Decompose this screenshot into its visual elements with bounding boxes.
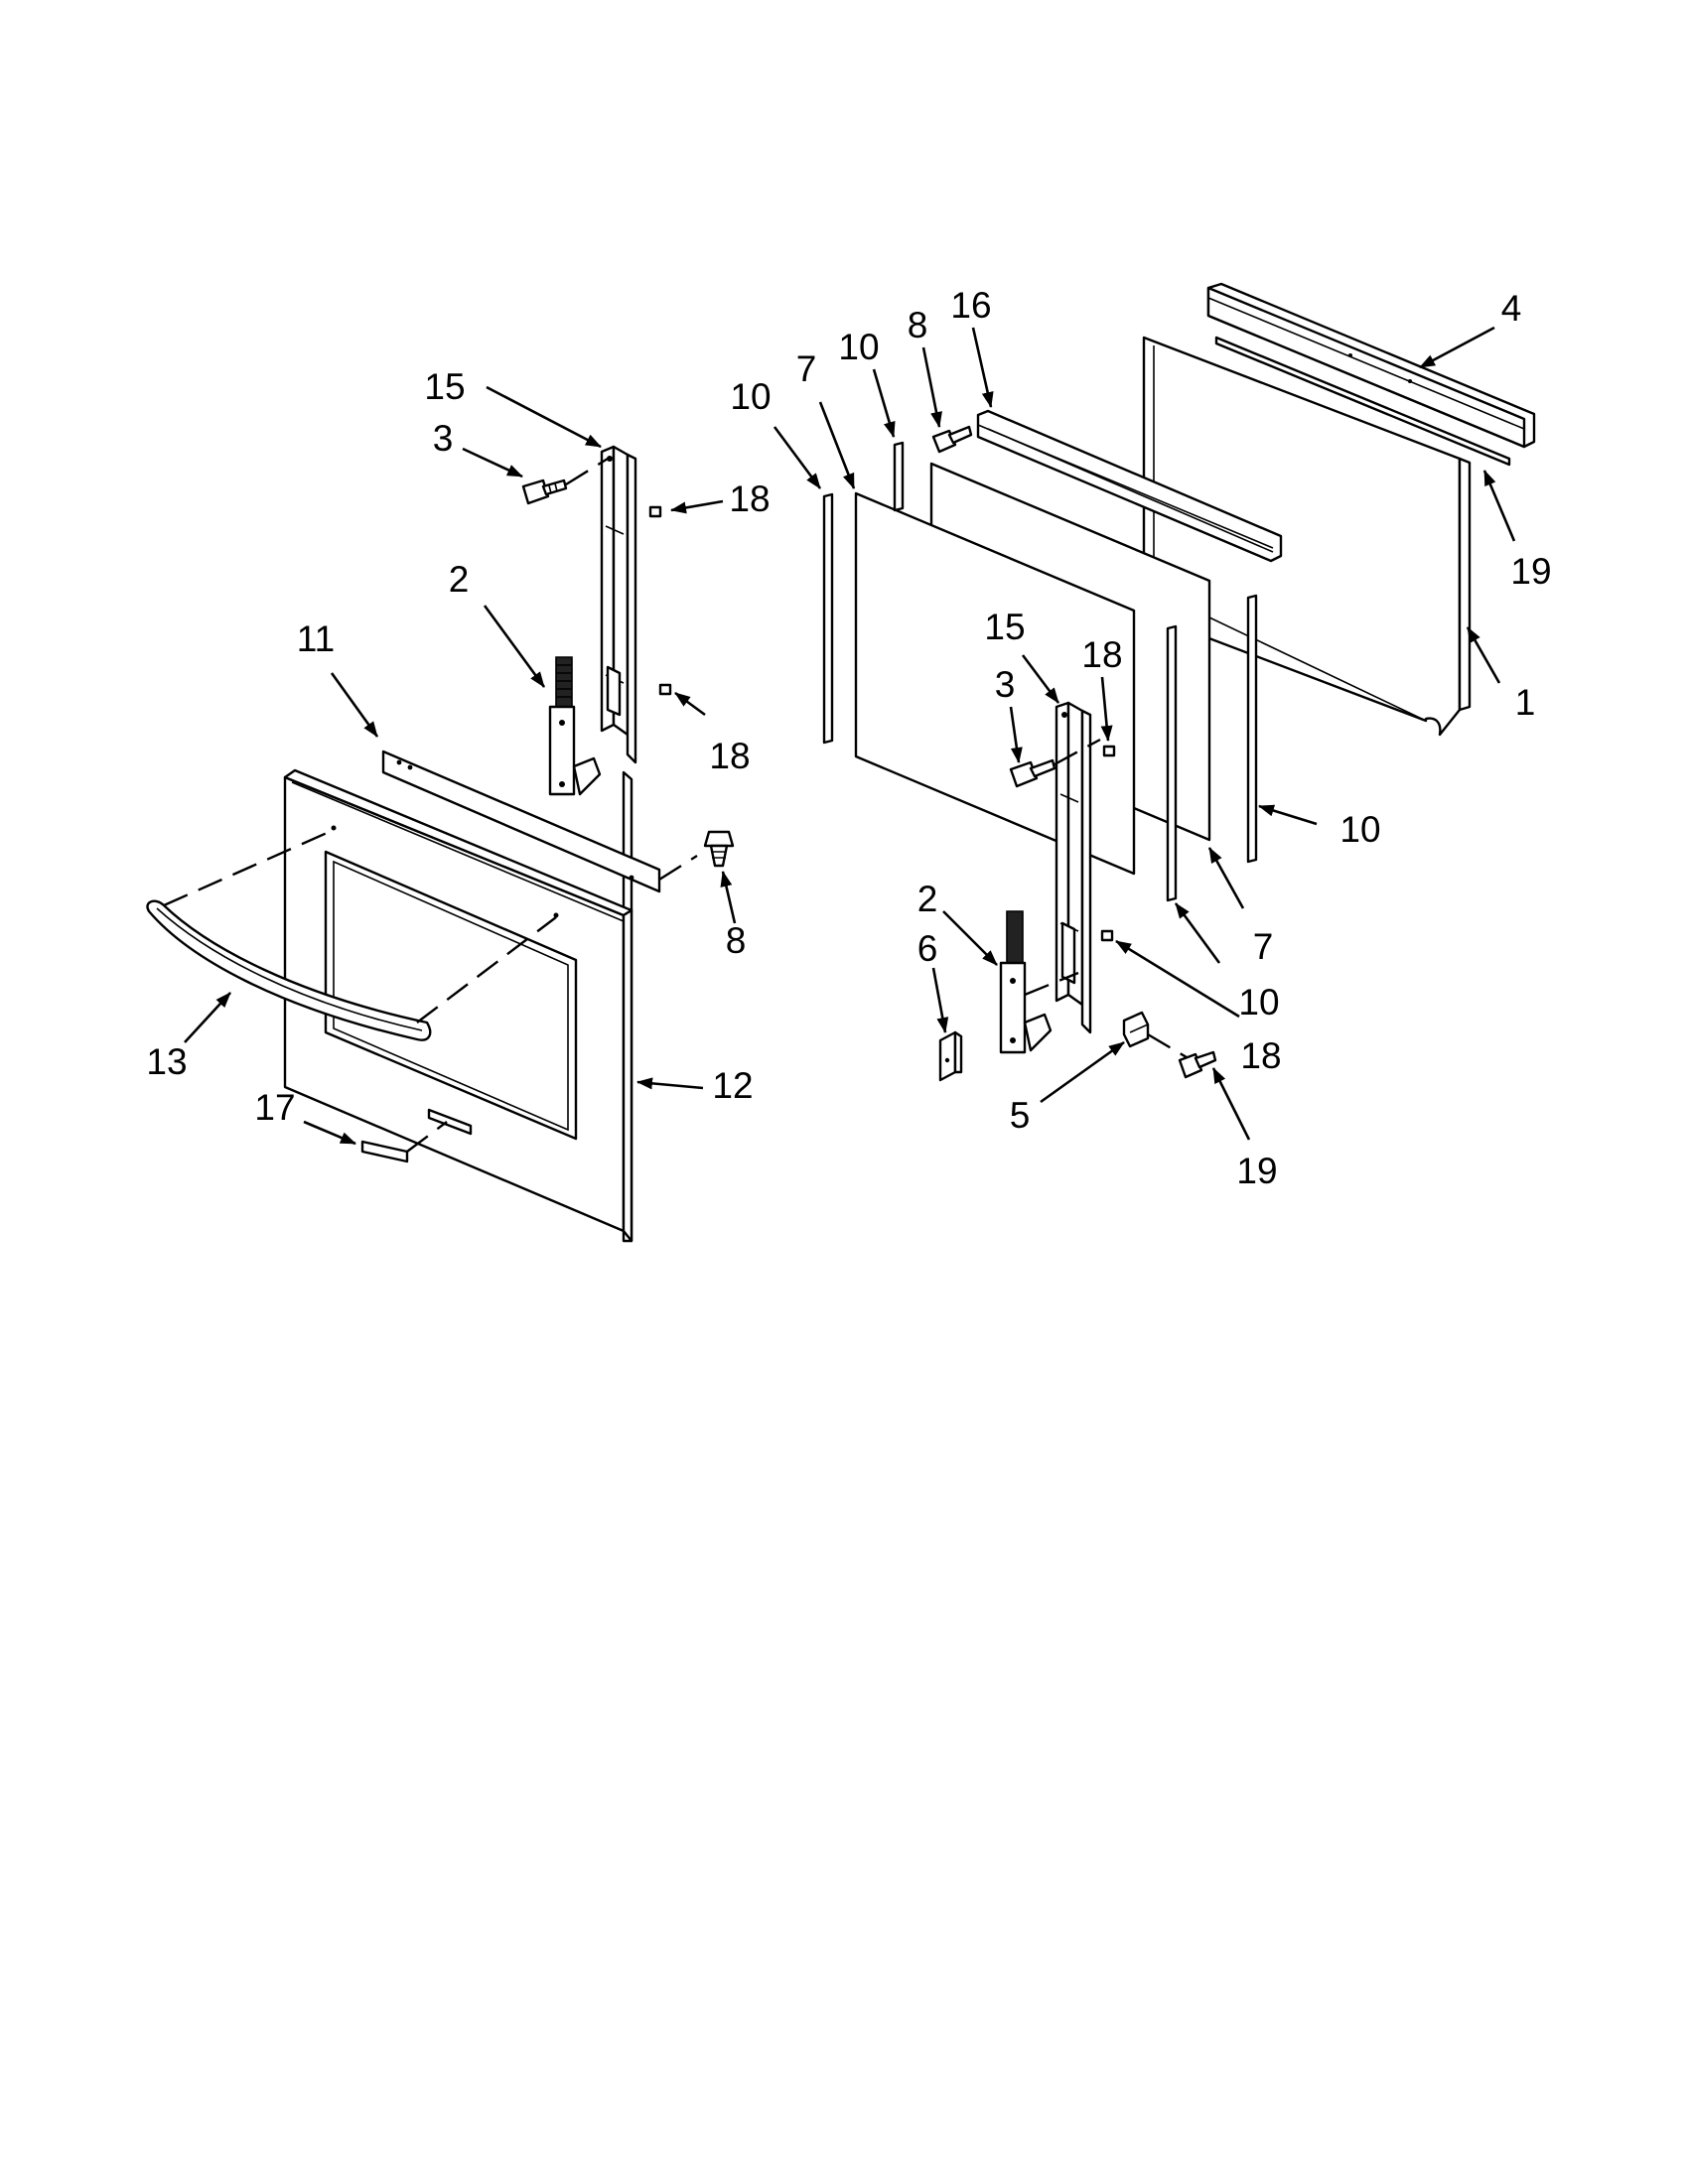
outer-door-panel (283, 768, 633, 1243)
callout-17-label-plate: 17 (254, 1087, 295, 1128)
callout-4-top-channel: 4 (1501, 288, 1522, 329)
hinge-receiver-right (1055, 701, 1092, 1034)
callout-10-spacer-right: 10 (1339, 809, 1380, 850)
callout-5-door-stop: 5 (1010, 1095, 1031, 1136)
top-channel (1206, 282, 1536, 449)
screw-3-left (521, 478, 568, 505)
screw-3-left-line (565, 457, 609, 486)
spacer-10-mid (1166, 624, 1178, 902)
clip-18-left-top (648, 505, 662, 518)
callout-2-left-hinge: 2 (449, 559, 470, 600)
label-plate-line (406, 1121, 448, 1153)
leader-lines (184, 326, 1516, 1146)
callout-10-spacer-far-left: 10 (730, 376, 771, 417)
callout-3-left-screw: 3 (433, 418, 454, 459)
trim-strip (381, 750, 661, 893)
top-rail (976, 409, 1283, 563)
callout-10-spacer-top: 10 (838, 327, 879, 367)
clip-18-left-bottom (658, 683, 672, 696)
callout-18-left-top-clip: 18 (729, 478, 770, 519)
callout-10-spacer-mid: 10 (1238, 982, 1279, 1023)
callout-19-bottom-screw: 19 (1236, 1151, 1277, 1191)
label-plate (360, 1140, 409, 1163)
callout-15-right-receiver: 15 (984, 607, 1025, 647)
callout-19-gasket-strip: 19 (1510, 551, 1551, 592)
callout-2-right-hinge: 2 (917, 879, 938, 919)
clip-18-right-bottom (1100, 929, 1114, 942)
callout-18-left-bottom-clip: 18 (709, 736, 750, 776)
callout-12-outer-panel: 12 (712, 1065, 753, 1106)
liner-alignment-line (1208, 616, 1427, 722)
callout-18-right-top-clip: 18 (1081, 634, 1122, 675)
callout-11-trim-strip: 11 (297, 618, 335, 659)
screw-8-left (703, 830, 735, 868)
handle-mount-line-left (163, 828, 335, 907)
callout-7-rear-glass: 7 (1253, 926, 1274, 967)
clip-18-right-top (1102, 745, 1116, 757)
callout-7-front-glass: 7 (796, 348, 817, 389)
inner-door-liner (1142, 336, 1472, 737)
door-stop-5 (1122, 1011, 1150, 1048)
spacer-10-far-left (822, 492, 834, 745)
callout-8-right-screw: 8 (908, 305, 928, 345)
hinge-right (999, 910, 1053, 1054)
screw-8-right (931, 425, 973, 454)
callout-3-right-screw: 3 (995, 664, 1016, 705)
spacer-10-top (893, 441, 905, 512)
gasket-strip-top (1214, 336, 1511, 467)
bracket-6 (938, 1030, 963, 1082)
callout-16-top-rail: 16 (950, 285, 991, 326)
screw-19-bottom (1178, 1050, 1217, 1079)
callout-13-handle: 13 (146, 1041, 187, 1082)
callout-labels: 15 3 18 2 18 11 8 13 12 17 10 7 10 8 16 … (146, 285, 1551, 1191)
hinge-left (548, 656, 602, 796)
screw-3-right-line (1054, 738, 1101, 766)
handle-mount-line-right (416, 916, 557, 1024)
callout-1-inner-liner: 1 (1515, 682, 1536, 723)
callout-18-right-bottom-clip: 18 (1240, 1035, 1281, 1076)
callout-8-left-screw: 8 (726, 920, 747, 961)
callout-15-left-receiver: 15 (424, 366, 465, 407)
callout-6-bracket: 6 (917, 928, 938, 969)
hinge-receiver-left (600, 445, 637, 764)
spacer-10-right (1246, 594, 1258, 864)
hinge-right-line (1024, 971, 1079, 997)
stop-screw-line (1147, 1032, 1193, 1062)
screw-3-right (1009, 758, 1056, 788)
trim-screw-line (658, 854, 698, 882)
